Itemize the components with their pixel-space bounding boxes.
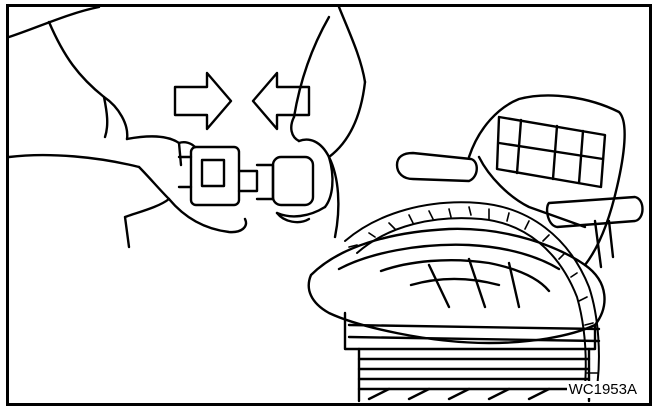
- illustration-frame: WC1953A: [6, 4, 652, 406]
- figure-code: WC1953A: [566, 381, 639, 398]
- seat-icon: [307, 94, 644, 403]
- seat-belt-illustration: [9, 7, 644, 403]
- seat-belt-buckle-icon: [177, 145, 241, 207]
- seat-belt-tongue-icon: [237, 155, 315, 207]
- seat-belt-strap-icon: [344, 201, 600, 397]
- right-arrow-icon: [173, 71, 233, 131]
- right-hand-icon: [275, 7, 367, 239]
- left-hand-icon: [9, 7, 248, 249]
- left-arrow-icon: [251, 71, 311, 131]
